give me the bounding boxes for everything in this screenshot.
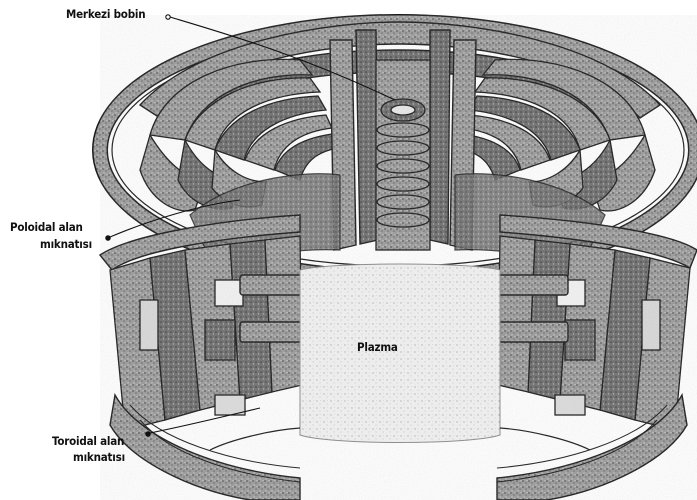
poloidal-field-magnet-label-line2: mıknatısı [40, 238, 92, 251]
central-solenoid-label: Merkezi bobin [66, 8, 145, 21]
texture-overlay [100, 15, 697, 500]
toroidal-field-magnet-label-line2: mıknatısı [73, 451, 125, 464]
plasma-label: Plazma [357, 341, 398, 354]
poloidal-field-magnet-label-line1: Poloidal alan [10, 221, 83, 234]
toroidal-field-magnet-label-line1: Toroidal alan [52, 435, 124, 448]
